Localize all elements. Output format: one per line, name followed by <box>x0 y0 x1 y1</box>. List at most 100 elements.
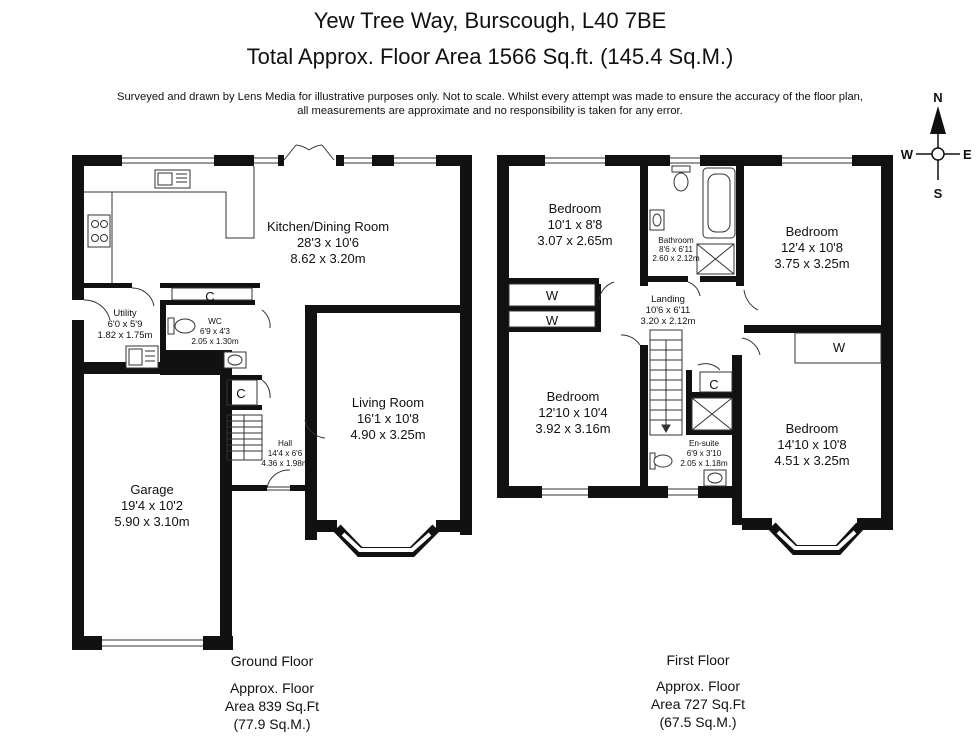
room-label-utility: Utility 6'0 x 5'9 1.82 x 1.75m <box>98 308 153 341</box>
compass-n: N <box>933 90 942 105</box>
bathroom-name: Bathroom <box>658 236 694 245</box>
room-label-bedroom-br: Bedroom 14'10 x 10'8 4.51 x 3.25m <box>774 421 849 468</box>
utility-metric: 1.82 x 1.75m <box>98 330 153 341</box>
ground-windows <box>102 157 436 647</box>
bed-bl-imperial: 12'10 x 10'4 <box>538 405 607 420</box>
bed-tr-metric: 3.75 x 3.25m <box>774 256 849 271</box>
living-imperial: 16'1 x 10'8 <box>357 411 419 426</box>
hall-cupboard <box>226 379 258 406</box>
room-label-bedroom-tl: Bedroom 10'1 x 8'8 3.07 x 2.65m <box>537 201 612 248</box>
first-area-line3: (67.5 Sq.M.) <box>659 714 736 730</box>
first-windows <box>542 157 852 496</box>
wardrobe-label-3: W <box>833 340 846 355</box>
compass-s: S <box>934 186 943 201</box>
bath-icon <box>702 167 736 239</box>
utility-name: Utility <box>113 308 136 319</box>
cupboard-label: C <box>205 289 214 304</box>
room-label-landing: Landing 10'6 x 6'11 3.20 x 2.12m <box>641 294 696 327</box>
bed-bl-metric: 3.92 x 3.16m <box>535 421 610 436</box>
ensuite-metric: 2.05 x 1.18m <box>680 459 728 468</box>
wc-metric: 2.05 x 1.30m <box>191 337 239 346</box>
wc-imperial: 6'9 x 4'3 <box>200 327 230 336</box>
ground-area-line1: Approx. Floor <box>230 680 314 696</box>
bed-br-imperial: 14'10 x 10'8 <box>777 437 846 452</box>
wc-name: WC <box>208 317 222 326</box>
wc-basin-icon <box>223 351 247 369</box>
first-floor-plan: Bedroom 10'1 x 8'8 3.07 x 2.65m Bathroom… <box>497 155 893 730</box>
wardrobe-label-1: W <box>546 288 559 303</box>
first-area-line2: Area 727 Sq.Ft <box>651 696 745 712</box>
ground-floor-walls <box>72 155 472 650</box>
landing-cupboard-label: C <box>709 377 718 392</box>
ground-area-line3: (77.9 Sq.M.) <box>233 716 310 732</box>
bathroom-basin-icon <box>649 209 665 231</box>
compass-w: W <box>901 147 914 162</box>
hall-cupboard-label: C <box>236 386 245 401</box>
room-label-ensuite: En-suite 6'9 x 3'10 2.05 x 1.18m <box>680 439 728 468</box>
room-label-wc: WC 6'9 x 4'3 2.05 x 1.30m <box>191 317 239 346</box>
wardrobe-label-2: W <box>546 313 559 328</box>
ensuite-basin-icon <box>703 469 727 487</box>
room-label-hall: Hall 14'4 x 6'6 4.36 x 1.98m <box>261 439 309 468</box>
room-label-living: Living Room 16'1 x 10'8 4.90 x 3.25m <box>350 395 425 442</box>
bed-tr-imperial: 12'4 x 10'8 <box>781 240 843 255</box>
bed-tl-imperial: 10'1 x 8'8 <box>548 217 603 232</box>
bathroom-imperial: 8'6 x 6'11 <box>659 245 693 254</box>
wc-toilet-icon <box>167 317 196 335</box>
room-label-kitchen: Kitchen/Dining Room 28'3 x 10'6 8.62 x 3… <box>267 219 389 266</box>
room-label-garage: Garage 19'4 x 10'2 5.90 x 3.10m <box>114 482 189 529</box>
kitchen-imperial: 28'3 x 10'6 <box>297 235 359 250</box>
bed-tl-metric: 3.07 x 2.65m <box>537 233 612 248</box>
first-floor-walls <box>497 155 893 530</box>
living-metric: 4.90 x 3.25m <box>350 427 425 442</box>
garage-metric: 5.90 x 3.10m <box>114 514 189 529</box>
first-area-line1: Approx. Floor <box>656 678 740 694</box>
plan-title: Yew Tree Way, Burscough, L40 7BE <box>313 8 667 33</box>
bed-tr-name: Bedroom <box>786 224 839 239</box>
compass-icon: N S W E <box>901 90 972 201</box>
first-floor-caption: First Floor <box>667 652 730 668</box>
cupboard-outline <box>171 287 253 301</box>
bathroom-shower-icon <box>696 243 735 275</box>
disclaimer-line-1: Surveyed and drawn by Lens Media for ill… <box>117 91 863 103</box>
bed-br-name: Bedroom <box>786 421 839 436</box>
bathroom-metric: 2.60 x 2.12m <box>652 254 700 263</box>
ensuite-shower-icon <box>691 397 733 431</box>
hall-metric: 4.36 x 1.98m <box>261 459 309 468</box>
hob-icon <box>87 214 111 248</box>
utility-sink-icon <box>125 345 159 369</box>
kitchen-metric: 8.62 x 3.20m <box>290 251 365 266</box>
landing-stairs <box>649 329 683 436</box>
ensuite-toilet-icon <box>649 452 673 470</box>
disclaimer-line-2: all measurements are approximate and no … <box>297 105 683 117</box>
ensuite-name: En-suite <box>689 439 719 448</box>
kitchen-units <box>84 166 255 283</box>
utility-imperial: 6'0 x 5'9 <box>108 319 143 330</box>
garage-name: Garage <box>130 482 173 497</box>
first-door-arcs <box>598 281 761 371</box>
landing-metric: 3.20 x 2.12m <box>641 316 696 327</box>
ensuite-imperial: 6'9 x 3'10 <box>687 449 722 458</box>
garage-imperial: 19'4 x 10'2 <box>121 498 183 513</box>
room-label-bedroom-bl: Bedroom 12'10 x 10'4 3.92 x 3.16m <box>535 389 610 436</box>
landing-name: Landing <box>651 294 685 305</box>
landing-imperial: 10'6 x 6'11 <box>646 305 691 316</box>
kitchen-sink-icon <box>154 169 191 189</box>
hall-stairs <box>226 414 263 461</box>
living-name: Living Room <box>352 395 424 410</box>
room-label-bedroom-tr: Bedroom 12'4 x 10'8 3.75 x 3.25m <box>774 224 849 271</box>
compass-e: E <box>963 147 972 162</box>
ground-floor-caption: Ground Floor <box>231 653 314 669</box>
kitchen-name: Kitchen/Dining Room <box>267 219 389 234</box>
ground-area-line2: Area 839 Sq.Ft <box>225 698 319 714</box>
bathroom-toilet-icon <box>671 165 691 192</box>
bed-tl-name: Bedroom <box>549 201 602 216</box>
bed-bl-name: Bedroom <box>547 389 600 404</box>
room-label-bathroom: Bathroom 8'6 x 6'11 2.60 x 2.12m <box>652 236 700 263</box>
hall-name: Hall <box>278 439 292 448</box>
ground-floor-plan: Kitchen/Dining Room 28'3 x 10'6 8.62 x 3… <box>72 144 472 732</box>
hall-imperial: 14'4 x 6'6 <box>268 449 303 458</box>
plan-subtitle: Total Approx. Floor Area 1566 Sq.ft. (14… <box>246 44 734 69</box>
bed-br-metric: 4.51 x 3.25m <box>774 453 849 468</box>
